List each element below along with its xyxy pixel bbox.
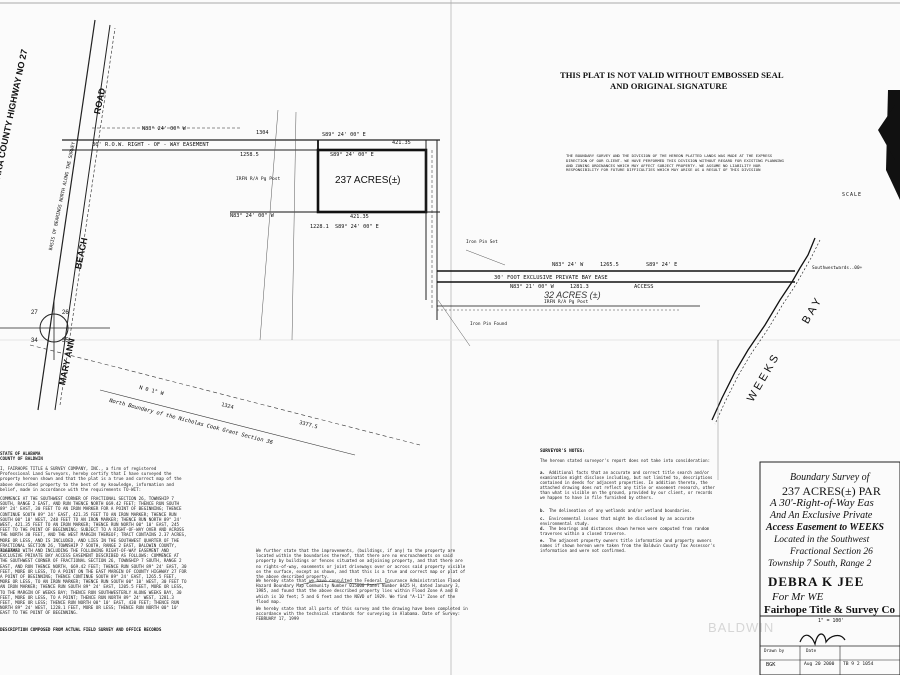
note-letter: a. [540, 470, 545, 475]
seal-impression [299, 581, 391, 586]
division-disclaimer: THE BOUNDARY SURVEY AND THE DIVISION OF … [566, 153, 784, 173]
description-heading: STATE OF ALABAMA COUNTY OF BALDWIN [0, 451, 43, 462]
surveyors-note-item: b.The delineation of any wetlands and/or… [540, 508, 718, 513]
title-line-8: Township 7 South, Range 2 [768, 559, 872, 569]
company-name: Fairhope Title & Survey Co [764, 604, 895, 616]
surveyor-signature [799, 633, 846, 647]
irfn-lower-label: IRFN R/A Pg Post [544, 300, 589, 305]
bearing-mid-right: S89° 24' 00" E [330, 152, 374, 158]
surveyors-note-item: e.The adjacent property owners title inf… [540, 538, 718, 553]
bearing-easement-right: S89° 24' E [646, 262, 678, 268]
distance-421-top: 421.35 [392, 140, 411, 146]
note-letter: b. [540, 508, 545, 513]
bearing-south: N83° 21' 00" W [510, 284, 554, 290]
iron-pin-found-label: Iron Pin Found [470, 322, 508, 327]
note-text: The bearings and distances shown hereon … [540, 526, 710, 537]
distance-1228: 1228.1 [310, 224, 329, 230]
note-text: The adjacent property owners title infor… [540, 538, 715, 554]
client-name: DEBRA K JEE [768, 574, 865, 589]
row-easement-label: 30' R.O.W. RIGHT - OF - WAY EASEMENT [92, 142, 209, 148]
title-scale-row: 1" = 100' [818, 619, 844, 624]
acres-main-label: 237 ACRES(±) [335, 175, 401, 186]
drawn-by-label: Drawn by [764, 648, 785, 653]
job-number: TB 9 2 1054 [843, 662, 874, 667]
bearing-top-left: N83° 24' 00" W [142, 126, 186, 132]
section-35-label: 35 [62, 338, 69, 344]
distance-1258: 1258.5 [240, 152, 259, 158]
description-paragraph-1: I, FAIRHOPE TITLE & SURVEY COMPANY, INC.… [0, 466, 182, 492]
misc-survey-lines [259, 109, 506, 347]
north-arrow-icon [878, 90, 900, 200]
distance-421-low: 421.35 [350, 214, 369, 220]
certification-paragraph-3: We hereby state that all parts of this s… [256, 606, 468, 622]
iron-pin-set-label: Iron Pin Set [466, 240, 498, 245]
title-line-3: A 30'-Right-of-Way Eas [770, 497, 874, 509]
date-value: Aug 20 2000 [804, 662, 835, 667]
client-for-line: For Mr WE [772, 591, 824, 603]
north-boundary-line [29, 344, 421, 456]
bearing-low-right: S89° 24' 00" E [335, 224, 379, 230]
title-line-5: Access Easement to WEEKS [766, 522, 884, 533]
southwestward-label: Southwestwards..00+ [812, 266, 863, 271]
certification-paragraph-1: We further state that the improvements, … [256, 548, 466, 580]
scale-label: SCALE [842, 192, 863, 198]
description-footer: DESCRIPTION COMPOSED FROM ACTUAL FIELD S… [0, 627, 162, 632]
section-27-label: 27 [31, 310, 38, 316]
weeks-bay-shoreline [711, 237, 821, 425]
surveyors-note-item: a.Additional facts that an accurate and … [540, 470, 718, 501]
section-corner-marker [0, 300, 110, 360]
title-line-4: And An Exclusive Private [770, 510, 873, 521]
seal-notice-line2: AND ORIGINAL SIGNATURE [610, 81, 728, 91]
acres-lower-label: 32 ACRES (±) [544, 290, 601, 300]
title-line-7: Fractional Section 26 [790, 547, 873, 557]
note-letter: d. [540, 526, 545, 531]
mary-ann-beach-road [37, 19, 116, 411]
vertical-easement-lines [425, 140, 438, 320]
note-text: Additional facts that an accurate and co… [540, 470, 715, 501]
note-letter: e. [540, 538, 545, 543]
bearing-low-left: N83° 24' 00" W [230, 213, 274, 219]
title-line-1: Boundary Survey of [790, 472, 870, 483]
note-letter: c. [540, 516, 545, 521]
distance-1304: 1304 [256, 130, 269, 136]
bay-access-easement-lines [437, 270, 795, 311]
distance-1281: 1281.3 [570, 284, 589, 290]
certification-paragraph-2: We hereby state that we have consulted t… [256, 578, 461, 604]
title-block-frame [759, 461, 900, 675]
surveyors-notes-title: SURVEYOR'S NOTES: [540, 449, 585, 454]
title-line-2: 237 ACRES(±) PAR [782, 484, 881, 498]
date-label: Date [806, 648, 817, 653]
note-text: Environmental issues that might be discl… [540, 516, 695, 527]
irfn-label: IRFN R/A Pg Post [236, 177, 281, 182]
note-text: The delineation of any wetlands and/or w… [548, 508, 692, 513]
distance-1265: 1265.5 [600, 262, 619, 268]
private-bay-easement-label: 30' FOOT EXCLUSIVE PRIVATE BAY EASE [494, 275, 608, 281]
seal-notice-line1: THIS PLAT IS NOT VALID WITHOUT EMBOSSED … [560, 70, 784, 80]
description-paragraph-2: COMMENCE AT THE SOUTHWEST CORNER OF FRAC… [0, 496, 187, 554]
row-easement-lines [62, 127, 440, 151]
surveyors-note-item: c.Environmental issues that might be dis… [540, 516, 718, 526]
watermark: BALDWIN [708, 620, 775, 635]
bearing-top-right: S89° 24' 00" E [322, 132, 366, 138]
section-26-label: 26 [62, 310, 69, 316]
access-label: ACCESS [634, 284, 654, 290]
bearing-easement: N83° 24' W [552, 262, 584, 268]
title-line-6: Located in the Southwest [774, 535, 870, 545]
surveyors-notes-intro: The hereon stated surveyor's report does… [540, 458, 711, 463]
description-paragraph-3: TOGETHER WITH AND INCLUDING THE FOLLOWIN… [0, 548, 187, 616]
surveyors-note-item: d.The bearings and distances shown hereo… [540, 526, 718, 536]
section-34-label: 34 [31, 338, 38, 344]
drawn-by-value: BGK [766, 662, 776, 668]
